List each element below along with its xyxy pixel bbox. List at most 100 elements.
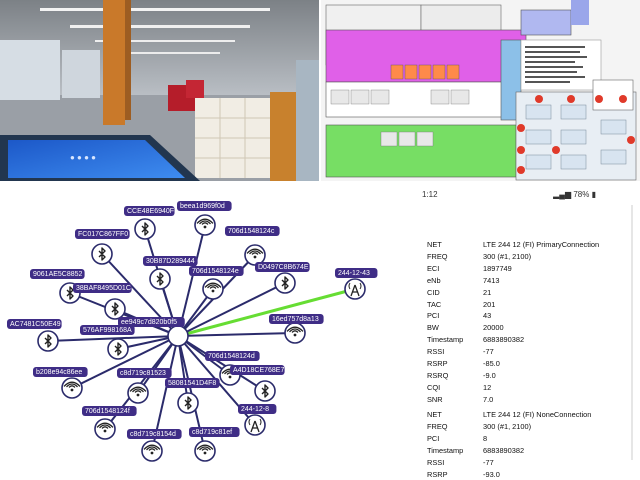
status-time: 1:12 bbox=[422, 190, 438, 199]
wifi-icon bbox=[129, 386, 147, 397]
svg-text:● ● ● ●: ● ● ● ● bbox=[70, 153, 96, 162]
node-label: 706d1548124e bbox=[189, 266, 244, 276]
bluetooth-icon bbox=[44, 334, 52, 348]
cell-info-key: Timestamp bbox=[427, 335, 464, 345]
floor-plan-art bbox=[321, 0, 640, 181]
cell-info-value: LTE 244 12 (FI) PrimaryConnection bbox=[483, 240, 600, 249]
graph-edge bbox=[177, 332, 296, 337]
cell-info-key: RSSI bbox=[427, 457, 445, 467]
graph-node[interactable] bbox=[177, 392, 199, 414]
wifi-icon bbox=[196, 444, 214, 455]
node-label-text: 706d1548124d bbox=[208, 353, 255, 360]
node-label: 706d1548124f bbox=[82, 406, 137, 416]
bluetooth-icon bbox=[111, 302, 119, 316]
graph-node[interactable] bbox=[202, 278, 224, 300]
cell-info-value: -85.0 bbox=[483, 359, 500, 368]
cell-info-key: FREQ bbox=[427, 251, 448, 261]
node-label: b208e94c86ee bbox=[33, 367, 88, 377]
cell-label-text: 244-12-43 bbox=[338, 270, 370, 277]
cell-info-key: BW bbox=[427, 323, 439, 333]
battery-icon: ▮ bbox=[591, 190, 596, 199]
graph-node[interactable] bbox=[91, 243, 113, 265]
graph-node[interactable] bbox=[194, 440, 216, 462]
graph-node[interactable] bbox=[149, 268, 171, 290]
cell-info-value: 7413 bbox=[483, 275, 500, 285]
battery-level: 78% bbox=[573, 190, 590, 199]
node-label: D0497C8B674E bbox=[255, 262, 310, 272]
node-label: 30B87D289444 bbox=[143, 256, 198, 266]
cell-info-value: 1897749 bbox=[483, 263, 512, 273]
center-device-node[interactable] bbox=[167, 325, 189, 347]
graph-node[interactable] bbox=[104, 298, 126, 320]
node-label-text: 706d1548124f bbox=[85, 408, 130, 415]
graph-node[interactable] bbox=[284, 322, 306, 344]
wifi-icon bbox=[143, 444, 161, 455]
cell-info-value: -77 bbox=[483, 347, 494, 357]
node-label: FC017C867FF0 bbox=[75, 229, 130, 239]
cell-info-value: 43 bbox=[483, 311, 492, 321]
node-label: A4D18CE768E7 bbox=[230, 365, 285, 375]
cell-info-key: RSSI bbox=[427, 347, 445, 357]
cell-info-key: PCI bbox=[427, 433, 440, 443]
graph-edge bbox=[71, 335, 179, 389]
node-label: 58081541D4F8 bbox=[165, 378, 220, 388]
node-label: c8d719c81ef bbox=[189, 427, 240, 437]
node-label-text: A4D18CE768E7 bbox=[233, 367, 284, 374]
node-label-text: c8d719c81523 bbox=[120, 370, 166, 377]
graph-node[interactable] bbox=[274, 272, 296, 294]
wifi-icon bbox=[63, 381, 81, 392]
center-device-label-text: ee949c7d820b0f5 bbox=[121, 319, 177, 326]
bluetooth-icon bbox=[141, 222, 149, 236]
node-label: 38BAF8495D01C bbox=[73, 283, 132, 293]
graph-node[interactable] bbox=[244, 244, 266, 266]
floor-plan-map bbox=[321, 0, 640, 181]
scrollbar[interactable] bbox=[631, 205, 633, 460]
graph-node[interactable] bbox=[254, 380, 276, 402]
bluetooth-icon bbox=[66, 286, 74, 300]
cell-info-key: RSRQ bbox=[427, 370, 449, 380]
phone-cell-info-screen: 1:12 ▂▄▆ 78% ▮ NET LTE 244 12 (FI) Primar… bbox=[400, 183, 640, 480]
wifi-icon bbox=[204, 282, 222, 293]
graph-node[interactable] bbox=[94, 418, 116, 440]
bluetooth-icon bbox=[156, 272, 164, 286]
node-label: 706d1548124d bbox=[205, 351, 260, 361]
cell-info-key: CQI bbox=[427, 382, 441, 392]
serving-cell-node[interactable] bbox=[344, 278, 366, 300]
cell-tower-icon bbox=[248, 418, 262, 433]
cell-info-value: 6883890382 bbox=[483, 335, 525, 345]
cell-info-value: -9.0 bbox=[483, 370, 496, 380]
graph-node[interactable] bbox=[107, 338, 129, 360]
node-label-text: 706d1548124e bbox=[192, 268, 239, 275]
cell-info-value: 8 bbox=[483, 433, 488, 443]
graph-node[interactable] bbox=[194, 214, 216, 236]
bluetooth-icon bbox=[98, 247, 106, 261]
node-label: CCE48E6940F bbox=[124, 206, 175, 216]
node-label-text: c8d719c8154d bbox=[130, 431, 176, 438]
cell-info-key: TAC bbox=[427, 299, 442, 309]
cell-info-value: 20000 bbox=[483, 323, 504, 333]
node-label-text: FC017C867FF0 bbox=[78, 231, 128, 238]
node-label: AC7481C50E49 bbox=[7, 319, 62, 329]
node-label: c8d719c81523 bbox=[117, 368, 172, 378]
graph-node[interactable] bbox=[141, 440, 163, 462]
graph-node[interactable] bbox=[127, 382, 149, 404]
graph-node[interactable] bbox=[134, 218, 156, 240]
bluetooth-icon bbox=[261, 384, 269, 398]
node-label-text: D0497C8B674E bbox=[258, 264, 309, 271]
graph-node[interactable] bbox=[61, 377, 83, 399]
graph-node[interactable] bbox=[37, 330, 59, 352]
cell-info-value: 300 (#1, 2100) bbox=[483, 251, 532, 261]
node-label-text: beea1d969f0d bbox=[180, 203, 225, 210]
node-label-text: 706d1548124c bbox=[228, 228, 275, 235]
cell-info-key: PCI bbox=[427, 311, 440, 321]
signal-icon: ▂▄▆ bbox=[553, 190, 572, 199]
bluetooth-icon bbox=[281, 276, 289, 290]
node-label-text: 576AF998168A bbox=[83, 327, 132, 334]
node-label-text: 30B87D289444 bbox=[146, 258, 195, 265]
wifi-icon bbox=[246, 248, 264, 259]
graph-edge bbox=[47, 335, 179, 342]
node-label: 576AF998168A bbox=[80, 325, 135, 335]
cell-info-key: NET bbox=[427, 410, 442, 419]
neighbor-cell-node[interactable] bbox=[244, 414, 266, 436]
